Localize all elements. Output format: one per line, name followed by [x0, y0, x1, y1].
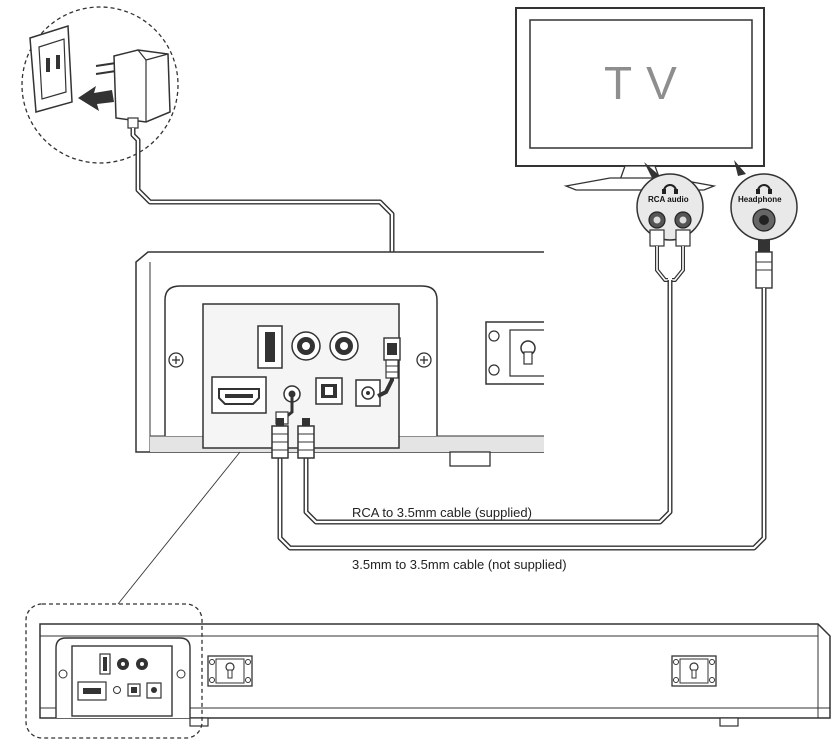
- rca-input-right: [329, 331, 359, 361]
- power-adapter-inset: [21, 6, 179, 164]
- soundbar-closeup: [135, 251, 544, 467]
- headphone-plug: [755, 240, 773, 289]
- power-adapter-icon: [95, 49, 171, 129]
- mount-bracket-left: [207, 655, 253, 687]
- panel-highlight-dashed: [25, 603, 203, 739]
- rca-input-left: [291, 331, 321, 361]
- soundbar-foot: [449, 451, 491, 467]
- callout-leader-line: [117, 451, 241, 605]
- headphone-label: Headphone: [738, 195, 782, 204]
- dc-plug: [377, 337, 401, 398]
- soundbar-full: [25, 603, 831, 739]
- optical-port: [315, 377, 343, 405]
- inset-dashed-circle: [21, 6, 179, 164]
- tv-screen: [529, 19, 753, 149]
- rca-audio-port-callout: [636, 162, 704, 241]
- dc-power-jack: [355, 379, 381, 407]
- wall-mount-bracket: [485, 321, 544, 385]
- aux-cable-label: 3.5mm to 3.5mm cable (not supplied): [352, 557, 567, 572]
- headphone-icon: [756, 184, 772, 194]
- rca-cable-label: RCA to 3.5mm cable (supplied): [352, 505, 532, 520]
- usb-port: [257, 325, 283, 369]
- tv-label: TV: [604, 57, 691, 109]
- headphone-icon: [662, 184, 678, 194]
- hdmi-port: [211, 376, 267, 414]
- insert-arrow-icon: [78, 86, 114, 111]
- rca-audio-label: RCA audio: [648, 195, 689, 204]
- rca-cable-plug: [297, 418, 315, 459]
- mount-bracket-right: [671, 655, 717, 687]
- mini-connector-panel: [71, 645, 173, 717]
- wall-socket-icon: [29, 24, 73, 113]
- screw-icon: [416, 352, 432, 368]
- rca-plugs: [649, 229, 691, 282]
- screw-icon: [168, 352, 184, 368]
- tv: [515, 7, 765, 191]
- aux-cable-plug: [271, 418, 289, 459]
